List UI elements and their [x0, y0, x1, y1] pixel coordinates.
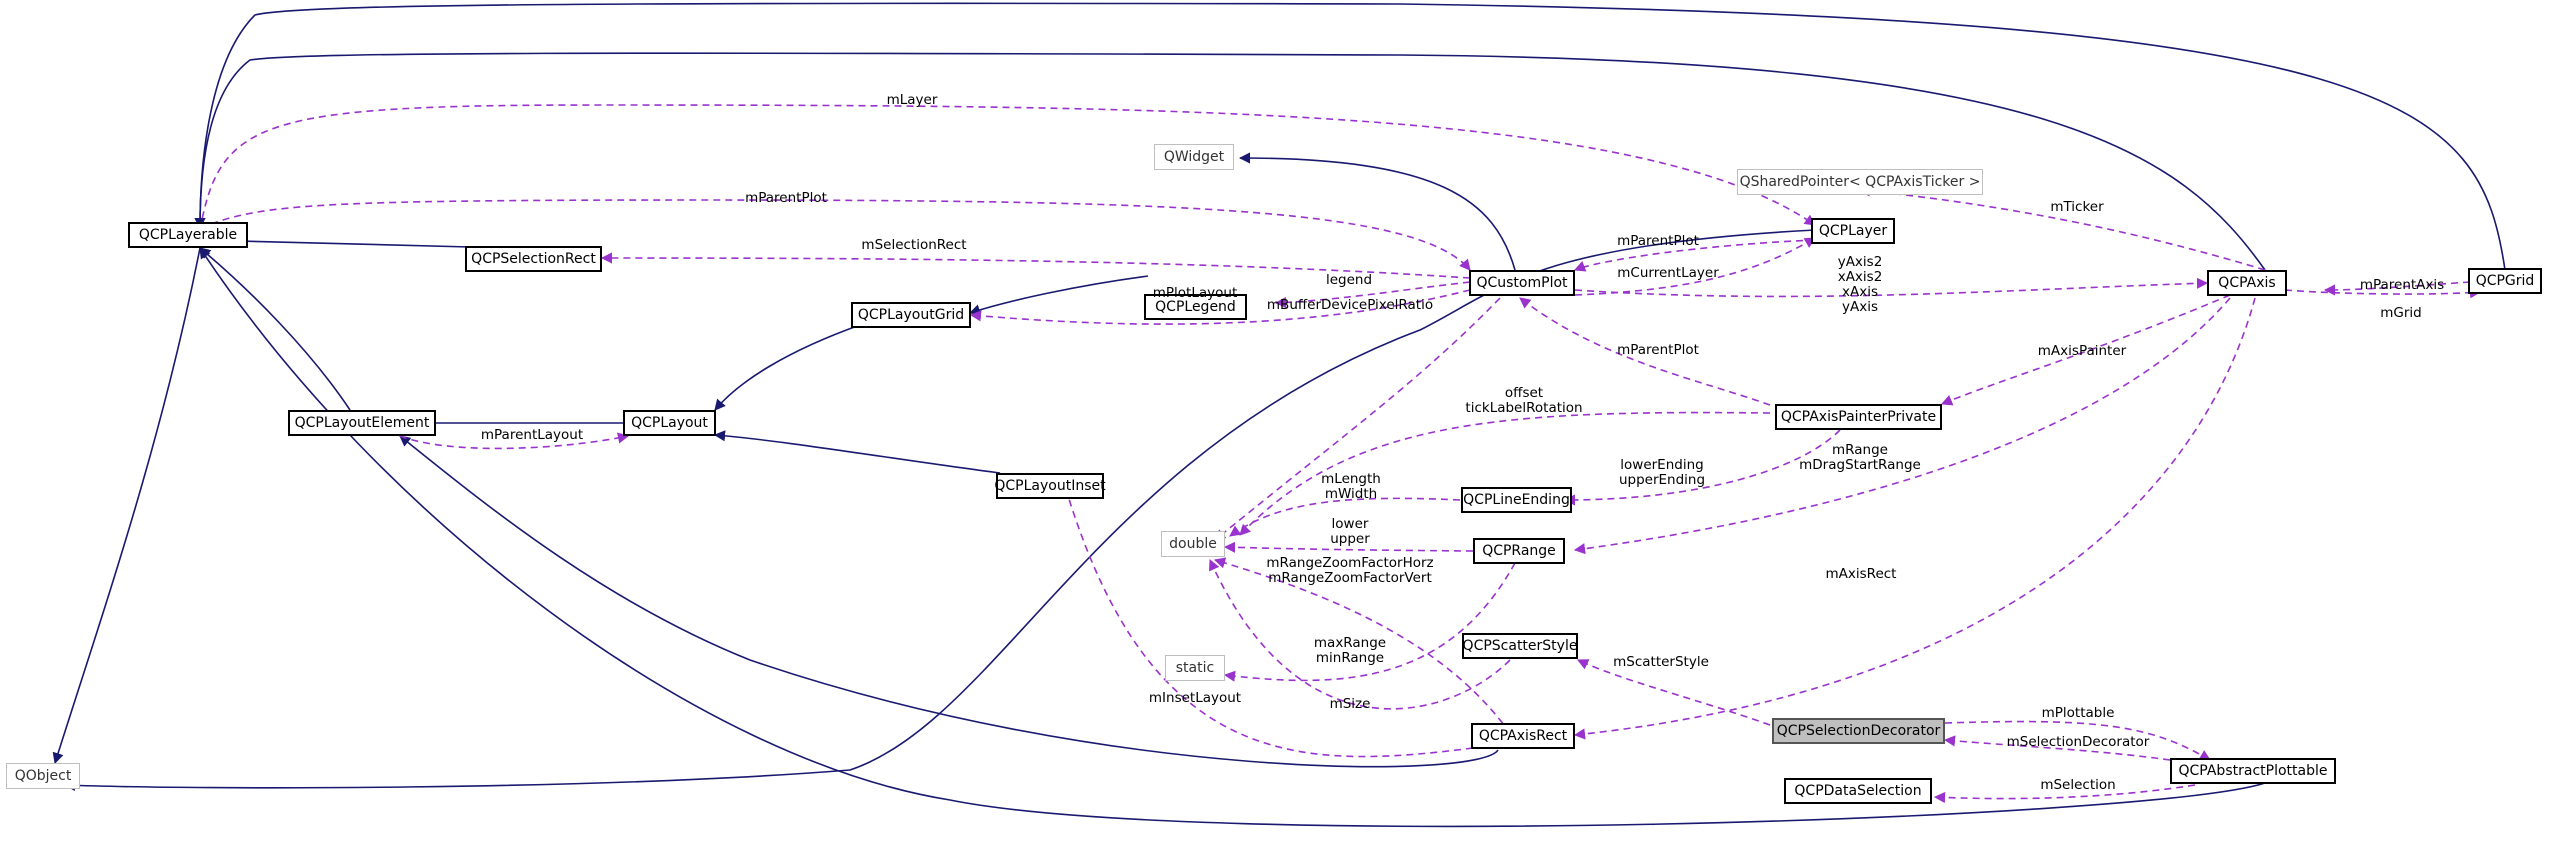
edge-maxrange [1223, 562, 1516, 682]
edge-mplotlayout [969, 289, 1471, 325]
label-mselectiondecorator: mSelectionDecorator [2006, 734, 2150, 750]
edge-mcurrentlayer [1574, 237, 1816, 296]
node-qcpscatterstyle[interactable]: QCPScatterStyle [1462, 633, 1578, 659]
node-qcplayoutelement[interactable]: QCPLayoutElement [288, 410, 436, 436]
node-qcplayoutgrid[interactable]: QCPLayoutGrid [851, 302, 971, 328]
label-mscatterstyle: mScatterStyle [1613, 654, 1709, 670]
node-qcpdataselection[interactable]: QCPDataSelection [1784, 778, 1932, 804]
edge-mrange [1573, 297, 2231, 555]
label-mparentplot-layer: mParentPlot [1617, 233, 1699, 249]
label-mgrid: mGrid [2380, 305, 2422, 321]
edge-mscatterstyle [1576, 659, 1771, 726]
edge-mgrid [2284, 287, 2482, 299]
node-qcplineending[interactable]: QCPLineEnding [1461, 487, 1572, 513]
edge-mbufferdevicepixelratio [1214, 297, 1501, 541]
label-maxispainter: mAxisPainter [2037, 343, 2127, 359]
label-mcurrentlayer: mCurrentLayer [1617, 265, 1719, 281]
node-qcpselectionrect[interactable]: QCPSelectionRect [465, 246, 602, 272]
label-lowerending: lowerEnding upperEnding [1618, 457, 1706, 488]
edge-maxrect [1573, 297, 2256, 740]
node-qcprange[interactable]: QCPRange [1473, 538, 1565, 564]
label-legend: legend [1325, 272, 1373, 288]
node-qcplayoutinset[interactable]: QCPLayoutInset [994, 473, 1106, 499]
edge-qcpabstractplottable-to-qcplayerable [199, 247, 2266, 828]
edge-maxispainter [1940, 294, 2231, 406]
label-mparentlayout: mParentLayout [480, 427, 584, 443]
node-qcpaxisrect[interactable]: QCPAxisRect [1471, 723, 1575, 749]
node-qcpaxispainterprivate[interactable]: QCPAxisPainterPrivate [1775, 404, 1942, 430]
label-mrange: mRange mDragStartRange [1799, 442, 1921, 473]
edge-legend [1274, 281, 1471, 309]
edge-qcplayoutelement-to-qcplayerable [199, 247, 351, 411]
node-qcpselectiondecorator[interactable]: QCPSelectionDecorator [1772, 718, 1945, 744]
edge-qcplayoutinset-to-qcplayout [713, 430, 1001, 474]
label-mplottable: mPlottable [2041, 705, 2115, 721]
label-msize: mSize [1329, 696, 1371, 712]
node-qcpaxis[interactable]: QCPAxis [2207, 270, 2287, 296]
edge-mticker [1858, 185, 2266, 271]
edge-mlength [1229, 497, 1461, 537]
node-qcustomplot[interactable]: QCustomPlot [1469, 270, 1575, 296]
label-mlength: mLength mWidth [1321, 471, 1381, 502]
label-mselection: mSelection [2040, 777, 2116, 793]
label-mparentplot-top: mParentPlot [745, 190, 827, 206]
edge-offset [1239, 411, 1771, 536]
edge-minsetlayout [1062, 484, 1474, 758]
edge-qcpgrid-to-qcplayerable [194, 2, 2506, 271]
edge-mselection [1933, 784, 2196, 804]
edge-mparentaxis [2323, 281, 2471, 296]
edge-qcustomplot-to-qwidget [1238, 152, 1516, 271]
node-qcplayout[interactable]: QCPLayout [623, 410, 716, 436]
edge-mparentplot-layer [1573, 239, 1816, 272]
node-qcplayerable[interactable]: QCPLayerable [128, 222, 248, 248]
edge-mparentplot-top [199, 199, 1471, 271]
edge-lowerending [1563, 429, 1841, 506]
label-mbufferdevicepixelratio: mBufferDevicePixelRatio [1266, 297, 1434, 313]
node-qcplayer[interactable]: QCPLayer [1811, 218, 1895, 244]
label-mlayer: mLayer [886, 92, 938, 108]
node-qwidget[interactable]: QWidget [1154, 144, 1234, 170]
label-mrangezoom: mRangeZoomFactorHorz mRangeZoomFactorVer… [1266, 555, 1434, 586]
label-mticker: mTicker [2050, 199, 2104, 215]
label-maxrect: mAxisRect [1825, 566, 1897, 582]
node-qcpabstractplottable[interactable]: QCPAbstractPlottable [2170, 758, 2336, 784]
node-static[interactable]: static [1165, 655, 1225, 681]
node-qcplegend[interactable]: QCPLegend [1144, 294, 1247, 320]
label-minsetlayout: mInsetLayout [1148, 690, 1242, 706]
edge-lower [1223, 541, 1474, 553]
edge-qcplegend-to-qcplayoutgrid [968, 275, 1149, 316]
label-axes: yAxis2 xAxis2 xAxis yAxis [1837, 254, 1883, 315]
edge-qcplayerable-to-qobject [52, 247, 201, 765]
edge-mplottable [1944, 720, 2211, 761]
label-mplotlayout: mPlotLayout [1152, 285, 1238, 301]
edge-axes [1574, 277, 2209, 298]
label-offset: offset tickLabelRotation [1465, 385, 1583, 416]
edge-mselectionrect [600, 252, 1471, 279]
edge-qcpaxis-to-qcplayerable [194, 52, 2266, 271]
edge-mlayer [199, 104, 1816, 231]
label-maxrange: maxRange minRange [1313, 635, 1387, 666]
edge-qcpaxisrect-to-qcplayoutelement [399, 435, 1499, 768]
edge-mrangezoom [1213, 557, 1511, 734]
node-qcpgrid[interactable]: QCPGrid [2468, 268, 2542, 294]
label-mparentplot-painter: mParentPlot [1617, 342, 1699, 358]
label-lower: lower upper [1330, 516, 1370, 547]
edge-mparentlayout [399, 432, 630, 450]
edge-mselectiondecorator [1943, 735, 2171, 761]
edge-msize [1209, 558, 1511, 710]
node-double[interactable]: double [1161, 531, 1225, 557]
node-qsharedpointer[interactable]: QSharedPointer< QCPAxisTicker > [1737, 169, 1983, 195]
label-mparentaxis: mParentAxis [2359, 277, 2445, 293]
edge-mparentplot-painter [1519, 297, 1771, 406]
edge-qcplayoutgrid-to-qcplayout [714, 324, 861, 411]
label-mselectionrect: mSelectionRect [861, 237, 967, 253]
node-qobject[interactable]: QObject [6, 763, 80, 789]
